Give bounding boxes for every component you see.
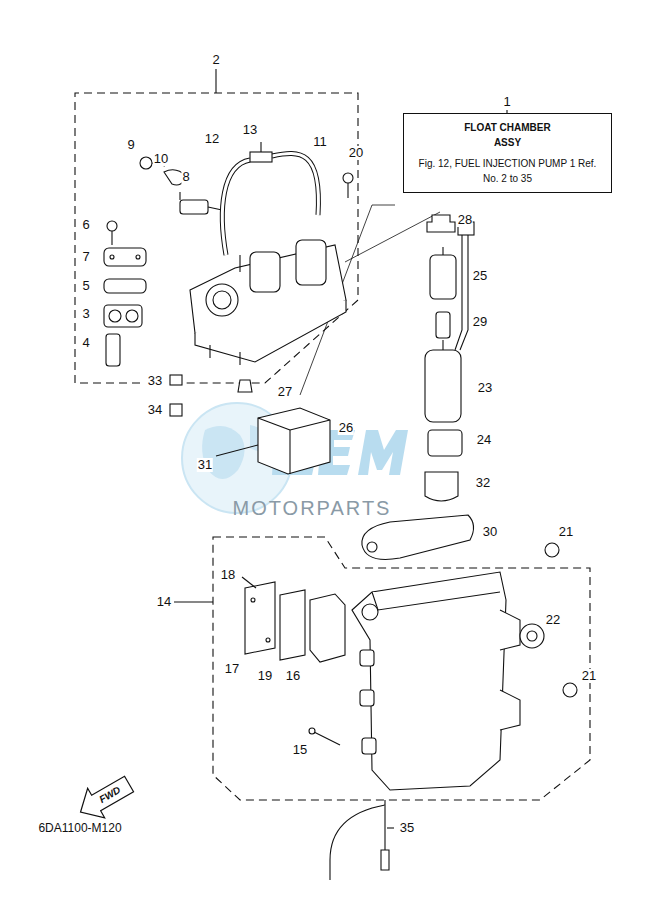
callout-number: 27 bbox=[277, 385, 293, 399]
direction-mark: FWD bbox=[96, 783, 124, 808]
watermark-logo bbox=[182, 403, 408, 513]
callout-number: 30 bbox=[482, 525, 498, 539]
callout-number: 25 bbox=[472, 269, 488, 283]
callout-number: 14 bbox=[156, 595, 172, 609]
forward-arrow bbox=[72, 769, 137, 826]
callout-number: 5 bbox=[81, 279, 90, 293]
box-note: Fig. 12, FUEL INJECTION PUMP 1 Ref. No. … bbox=[415, 156, 600, 186]
callout-number: 17 bbox=[224, 662, 240, 676]
callout-number: 31 bbox=[197, 458, 213, 472]
callout-number: 34 bbox=[147, 403, 163, 417]
callout-number: 2 bbox=[211, 53, 220, 67]
callout-number: 33 bbox=[147, 374, 163, 388]
callout-number: 6 bbox=[81, 218, 90, 232]
title-box: FLOAT CHAMBER ASSY Fig. 12, FUEL INJECTIO… bbox=[403, 113, 612, 193]
callout-number: 11 bbox=[312, 135, 328, 149]
callout-number: 18 bbox=[220, 568, 236, 582]
callout-number: 19 bbox=[257, 669, 273, 683]
callout-number: 10 bbox=[153, 152, 169, 166]
callout-number: 12 bbox=[204, 132, 220, 146]
callout-number: 23 bbox=[477, 381, 493, 395]
box-heading: FLOAT CHAMBER ASSY bbox=[458, 120, 558, 150]
drawing-code: 6DA1100-M120 bbox=[37, 821, 122, 835]
callout-number: 9 bbox=[126, 138, 135, 152]
callout-number: 32 bbox=[475, 476, 491, 490]
watermark-text: MOTORPARTS bbox=[232, 497, 393, 519]
callout-number: 7 bbox=[81, 250, 90, 264]
callout-number: 22 bbox=[545, 613, 561, 627]
callout-number: 8 bbox=[181, 170, 190, 184]
callout-number: 35 bbox=[399, 821, 415, 835]
callout-number: 29 bbox=[472, 315, 488, 329]
callout-number: 3 bbox=[81, 307, 90, 321]
callout-number: 4 bbox=[81, 336, 90, 350]
callout-number: 26 bbox=[338, 421, 354, 435]
callout-number: 15 bbox=[292, 743, 308, 757]
callout-number: 13 bbox=[242, 123, 258, 137]
callout-number: 28 bbox=[457, 213, 473, 227]
callout-number: 16 bbox=[285, 669, 301, 683]
callout-number: 24 bbox=[476, 433, 492, 447]
callout-number: 21 bbox=[558, 525, 574, 539]
callout-number: 21 bbox=[581, 669, 597, 683]
callout-number: 20 bbox=[348, 146, 364, 160]
callout-number: 1 bbox=[502, 95, 511, 109]
